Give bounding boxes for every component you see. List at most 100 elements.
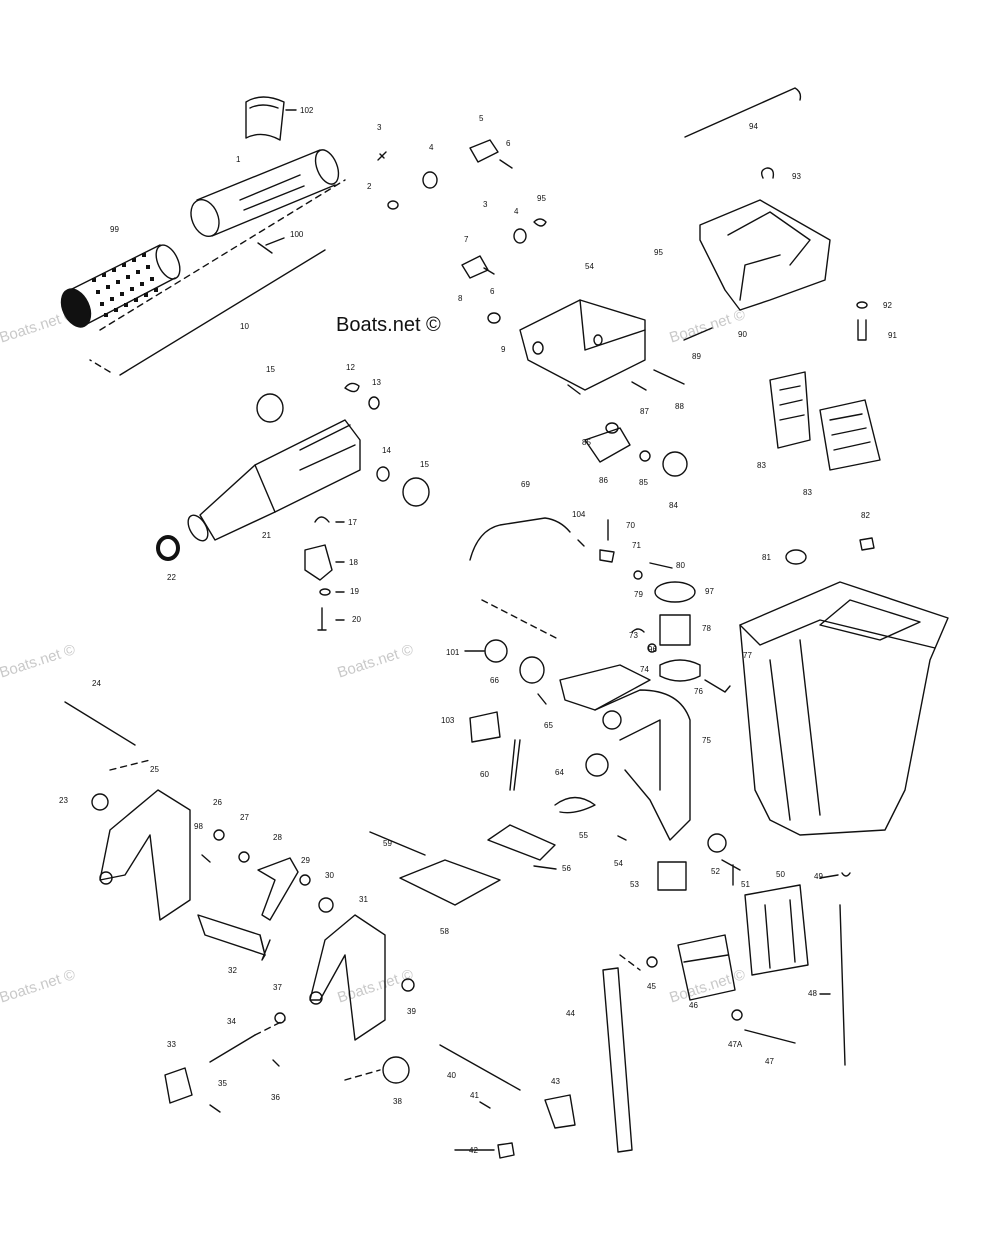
callout-29: 29 xyxy=(301,856,310,865)
part-103-plate xyxy=(469,711,501,743)
part-37-nut xyxy=(274,1012,286,1024)
part-74-clamp xyxy=(659,659,701,682)
callout-97: 97 xyxy=(705,587,714,596)
callout-82: 82 xyxy=(861,511,870,520)
part-27-washer xyxy=(238,851,250,863)
callout-88: 88 xyxy=(675,402,684,411)
part-36-screw xyxy=(272,1059,280,1067)
callout-47a: 47A xyxy=(728,1040,743,1049)
callout-20: 20 xyxy=(352,615,361,624)
part-45-nut xyxy=(646,956,658,968)
part-46-clamp xyxy=(677,934,736,1001)
part-76-bolt xyxy=(704,679,731,693)
part-89-bolt xyxy=(683,327,713,341)
part-82-plug xyxy=(859,537,875,551)
callout-95: 95 xyxy=(654,248,663,257)
callout-23: 23 xyxy=(59,796,68,805)
part-43-bracket xyxy=(544,1094,576,1129)
callout-51: 51 xyxy=(741,880,750,889)
callout-21: 21 xyxy=(262,531,271,540)
callout-34: 34 xyxy=(227,1017,236,1026)
part-78-bushing xyxy=(659,614,691,646)
callout-6: 6 xyxy=(506,139,511,148)
part-48-rod xyxy=(839,904,846,1066)
leader-line xyxy=(344,1069,381,1081)
callout-98: 98 xyxy=(194,822,203,831)
callout-3: 3 xyxy=(483,200,488,209)
part-23-washer xyxy=(91,793,109,811)
leader-line xyxy=(89,359,111,373)
part-1-tube xyxy=(190,149,340,237)
callout-10: 10 xyxy=(240,322,249,331)
part-6-screw xyxy=(499,159,513,169)
callout-7: 7 xyxy=(464,235,469,244)
part-90-housing xyxy=(699,199,831,311)
callout-64: 64 xyxy=(555,768,564,777)
part-80-screw xyxy=(649,562,673,569)
callout-14: 14 xyxy=(382,446,391,455)
callout-81: 81 xyxy=(762,553,771,562)
callout-92: 92 xyxy=(883,301,892,310)
part-86-bracket xyxy=(584,427,631,463)
part-47a-nut xyxy=(731,1009,743,1021)
leader-line xyxy=(533,865,557,870)
callout-65: 65 xyxy=(544,721,553,730)
part-54-screw xyxy=(617,835,627,841)
part-64-washer xyxy=(585,753,609,777)
callout-58: 58 xyxy=(440,927,449,936)
callout-8: 8 xyxy=(458,294,463,303)
part-58-bracket xyxy=(399,859,501,906)
callout-35: 35 xyxy=(218,1079,227,1088)
callout-59: 59 xyxy=(383,839,392,848)
callout-38: 38 xyxy=(393,1097,402,1106)
part-26-nut xyxy=(213,829,225,841)
callout-101: 101 xyxy=(446,648,460,657)
part-102-clip xyxy=(245,96,285,141)
part-77-housing xyxy=(739,581,949,836)
callout-73: 73 xyxy=(629,631,638,640)
callout-41: 41 xyxy=(470,1091,479,1100)
callout-36: 36 xyxy=(271,1093,280,1102)
part-51-bolt xyxy=(721,859,741,886)
part-8-nut xyxy=(487,312,501,324)
callout-43: 43 xyxy=(551,1077,560,1086)
callout-70: 70 xyxy=(626,521,635,530)
callout-100: 100 xyxy=(290,230,304,239)
callout-2: 2 xyxy=(367,182,372,191)
callout-48: 48 xyxy=(808,989,817,998)
callout-99: 99 xyxy=(110,225,119,234)
callout-54: 54 xyxy=(614,859,623,868)
callout-56: 56 xyxy=(562,864,571,873)
part-97-ring xyxy=(654,581,696,603)
callout-66: 66 xyxy=(490,676,499,685)
callout-5: 5 xyxy=(479,114,484,123)
part-88-pin xyxy=(653,369,685,385)
part-6-screw xyxy=(483,267,495,275)
part-14-nut xyxy=(376,466,390,482)
callout-15: 15 xyxy=(420,460,429,469)
part-15-washer xyxy=(256,393,284,423)
part-91-pin xyxy=(857,319,867,341)
callout-86: 86 xyxy=(599,476,608,485)
callout-32: 32 xyxy=(228,966,237,975)
callout-22: 22 xyxy=(167,573,176,582)
part-2-nut xyxy=(387,200,399,210)
part-4-washer xyxy=(513,228,527,244)
callout-95: 95 xyxy=(537,194,546,203)
part-84-washer xyxy=(662,451,688,477)
part-34-rod xyxy=(209,1034,256,1063)
callout-12: 12 xyxy=(346,363,355,372)
callout-69: 69 xyxy=(521,480,530,489)
callout-4: 4 xyxy=(429,143,434,152)
part-20-screw xyxy=(317,607,327,631)
part-56-bracket xyxy=(487,824,556,861)
callout-46: 46 xyxy=(689,1001,698,1010)
part-17-clip xyxy=(314,516,330,523)
callout-45: 45 xyxy=(647,982,656,991)
part-13-nut xyxy=(368,396,380,410)
part-59-rod xyxy=(369,831,426,856)
part-32-block xyxy=(197,914,271,961)
part-79-nut xyxy=(633,570,643,580)
